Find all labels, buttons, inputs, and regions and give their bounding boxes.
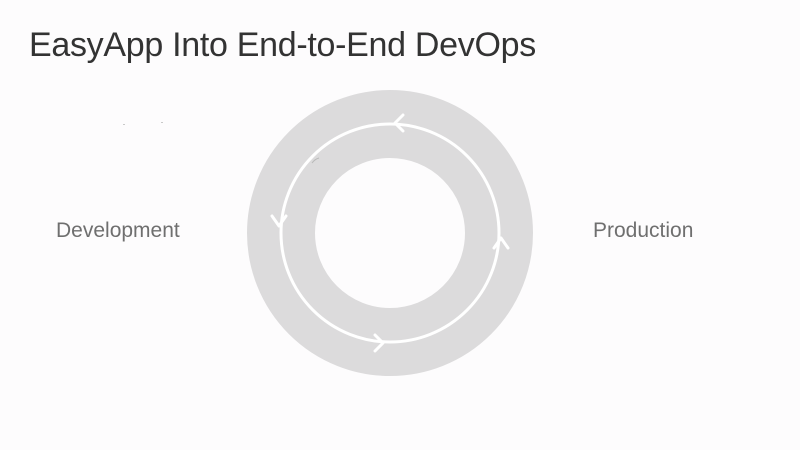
devops-cycle-diagram [247,90,533,376]
arrow-bottom-right-icon [373,333,385,353]
arrow-top-left-icon [393,113,405,133]
arrow-left-down-icon [270,214,288,228]
cycle-path [279,122,501,344]
faint-mark [311,157,320,164]
development-label: Development [56,219,180,242]
production-label: Production [593,219,694,242]
slide-title: EasyApp Into End-to-End DevOps [29,26,536,64]
speck-mark [123,124,125,125]
speck-mark [161,122,163,123]
arrow-right-up-icon [492,236,510,250]
